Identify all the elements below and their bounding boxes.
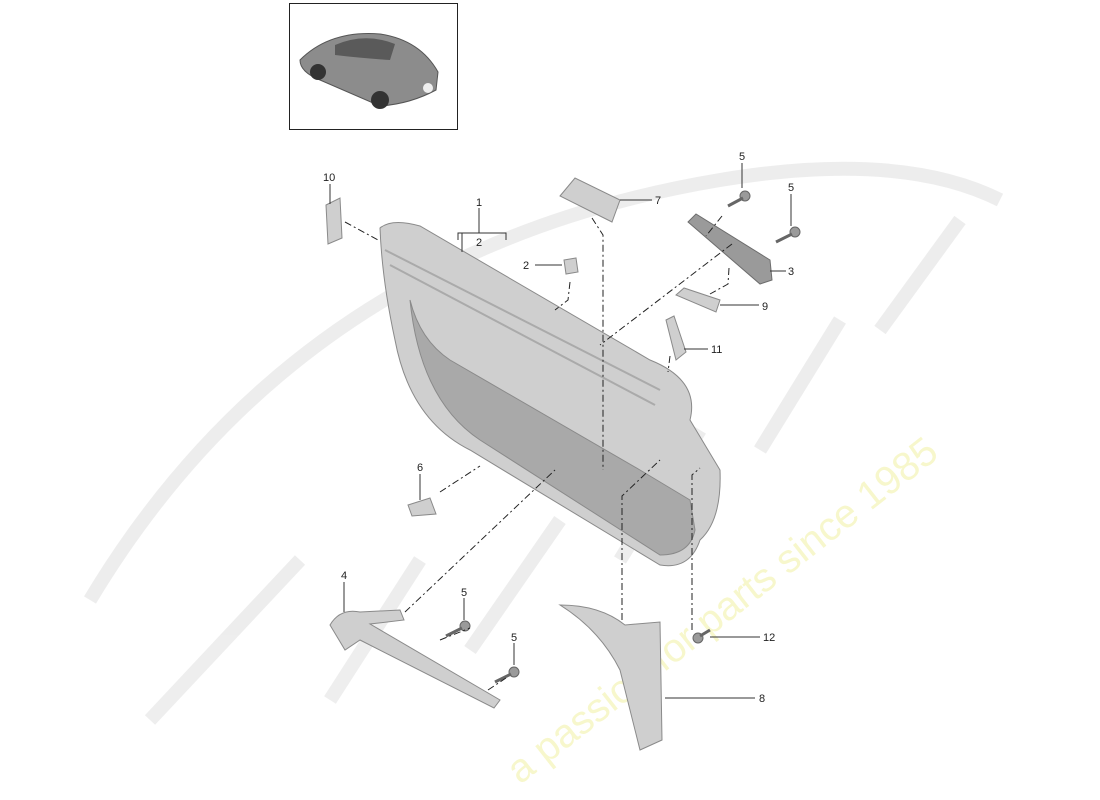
callout-5: 5 (788, 182, 794, 194)
callout-2-bracket: 2 (476, 237, 482, 249)
callout-5: 5 (461, 587, 467, 599)
inset-car-thumbnail (289, 3, 458, 130)
callout-5: 5 (739, 151, 745, 163)
callout-8: 8 (759, 693, 765, 705)
callout-10: 10 (323, 172, 335, 184)
part-6-light (407, 497, 437, 517)
callout-11: 11 (711, 344, 722, 356)
callout-labels: 10 1 2 2 7 5 5 3 9 11 6 4 5 5 12 8 (323, 151, 794, 705)
part-2-clip (563, 257, 579, 275)
screw-icons (445, 190, 801, 684)
part-4-grab-handle (329, 609, 501, 709)
part-10 (325, 197, 343, 245)
callout-12: 12 (763, 632, 775, 644)
leader-lines (329, 163, 792, 699)
part-1-door-panel (379, 222, 721, 567)
callout-2: 2 (523, 260, 529, 272)
callout-1: 1 (476, 197, 482, 209)
part-8-armrest (558, 604, 663, 751)
part-9-trim (675, 287, 721, 313)
callout-4: 4 (341, 570, 347, 582)
callout-7: 7 (655, 195, 661, 207)
callout-5: 5 (511, 632, 517, 644)
part-11-trim (665, 315, 687, 361)
assembly-lines (344, 215, 733, 691)
callout-9: 9 (762, 301, 768, 313)
callout-6: 6 (417, 462, 423, 474)
callout-3: 3 (788, 266, 794, 278)
part-3-switch-panel (687, 213, 773, 285)
